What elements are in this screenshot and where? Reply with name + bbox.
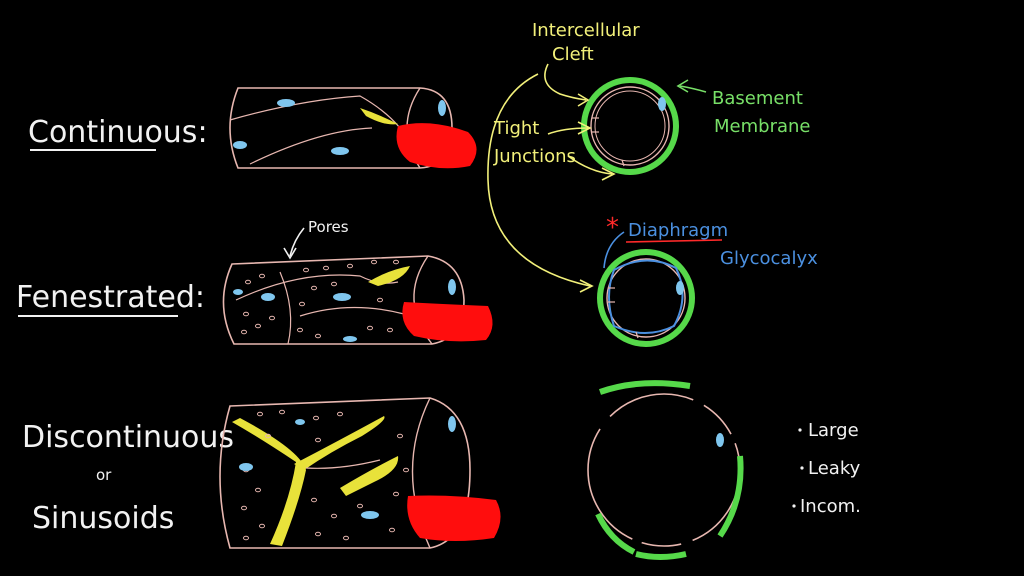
annotation-arrows <box>487 63 616 293</box>
label-intercellular-cleft: Cleft <box>552 44 594 65</box>
cell-junction <box>621 159 625 167</box>
fenestrated-cell-border <box>235 274 399 301</box>
nucleus <box>716 433 724 447</box>
red-blood-cell <box>402 302 493 342</box>
label-tight-junctions: Junctions <box>493 146 576 167</box>
endothelium-ring <box>587 393 741 547</box>
bullet-dot <box>800 466 804 470</box>
bullet-item: Leaky <box>808 458 861 479</box>
continuous-cross-section <box>581 77 679 175</box>
arrowhead-icon <box>577 121 592 135</box>
arrowhead-icon <box>283 247 297 260</box>
label-glycocalyx: Glycocalyx <box>720 248 818 269</box>
nucleus <box>343 336 357 342</box>
discontinuous-gap <box>340 456 399 496</box>
arrowhead-icon <box>601 167 616 181</box>
cleft-long-arrow <box>487 73 591 287</box>
discontinuous-cross-section <box>587 380 744 560</box>
tight-junction-arrow <box>567 155 613 175</box>
lumen-edge <box>594 90 666 162</box>
arrowhead-icon <box>676 79 689 93</box>
continuous-cell-border <box>229 95 401 129</box>
basement-membrane-fragment <box>595 512 636 555</box>
red-blood-cell <box>396 123 477 169</box>
nucleus <box>233 141 247 149</box>
glycocalyx-layer <box>608 259 684 334</box>
label-or: or <box>96 466 112 484</box>
nucleus <box>333 293 351 301</box>
basement-membrane-arrow <box>679 85 707 93</box>
nucleus <box>438 100 446 116</box>
pores-arrow <box>289 227 305 257</box>
bullet-dot <box>792 504 796 508</box>
bullet-item: Large <box>808 420 859 441</box>
fenestrated-cross-section <box>597 249 695 347</box>
label-intercellular-cleft: Intercellular <box>532 20 640 41</box>
discontinuous-capillary-tube <box>219 397 501 549</box>
arrowhead-icon <box>577 93 590 107</box>
bullet-list: Large Leaky Incom. <box>792 420 861 517</box>
fenestration-pores <box>241 259 399 339</box>
discontinuous-gap <box>232 418 306 546</box>
basement-membrane-fragment <box>599 380 691 395</box>
nucleus <box>295 419 305 425</box>
nucleus <box>239 463 253 471</box>
basement-membrane-fragment <box>717 455 744 538</box>
diaphragm-asterisk: * <box>606 213 619 243</box>
nucleus <box>676 281 684 295</box>
endothelium-ring <box>606 258 686 338</box>
label-continuous: Continuous: <box>28 115 208 150</box>
fenestrated-capillary-tube <box>222 255 493 345</box>
label-sinusoids: Sinusoids <box>32 501 174 536</box>
nucleus <box>233 289 243 295</box>
nucleus <box>658 97 666 111</box>
diaphragm-leader <box>603 231 625 269</box>
nucleus <box>448 279 456 295</box>
nucleus <box>448 416 456 432</box>
label-pores: Pores <box>308 218 349 236</box>
cell-junction <box>635 331 639 339</box>
label-basement-membrane: Basement <box>712 88 803 109</box>
nucleus <box>261 293 275 301</box>
basement-membrane-ring <box>581 77 679 175</box>
nucleus <box>331 147 349 155</box>
basement-membrane-fragment <box>635 551 687 560</box>
bullet-item: Incom. <box>800 496 861 517</box>
discontinuous-pores <box>241 409 409 541</box>
label-tight-junctions: Tight <box>493 118 539 139</box>
continuous-junction <box>360 108 398 125</box>
label-fenestrated: Fenestrated: <box>16 280 205 315</box>
fenestrated-cell-border <box>279 271 292 345</box>
continuous-capillary-tube <box>229 87 477 169</box>
bullet-dot <box>798 428 802 432</box>
basement-membrane-ring <box>597 249 695 347</box>
endothelium-ring <box>590 86 670 166</box>
nucleus <box>361 511 379 519</box>
cleft-arrow <box>544 63 587 101</box>
label-diaphragm: Diaphragm <box>628 220 728 241</box>
discontinuous-gap <box>294 416 385 470</box>
discontinuous-cell-border <box>305 459 381 469</box>
continuous-cell-border <box>249 127 373 165</box>
other-arrows <box>283 79 707 269</box>
diaphragm-underline <box>625 239 723 243</box>
tight-junction-arrow <box>547 127 589 135</box>
fenestrated-junction <box>368 266 410 286</box>
red-blood-cell <box>407 495 501 541</box>
label-discontinuous: Discontinuous <box>22 420 234 455</box>
arrowhead-icon <box>579 279 594 293</box>
label-basement-membrane: Membrane <box>714 116 810 137</box>
nucleus <box>277 99 295 107</box>
fenestrated-cell-border <box>299 306 405 317</box>
